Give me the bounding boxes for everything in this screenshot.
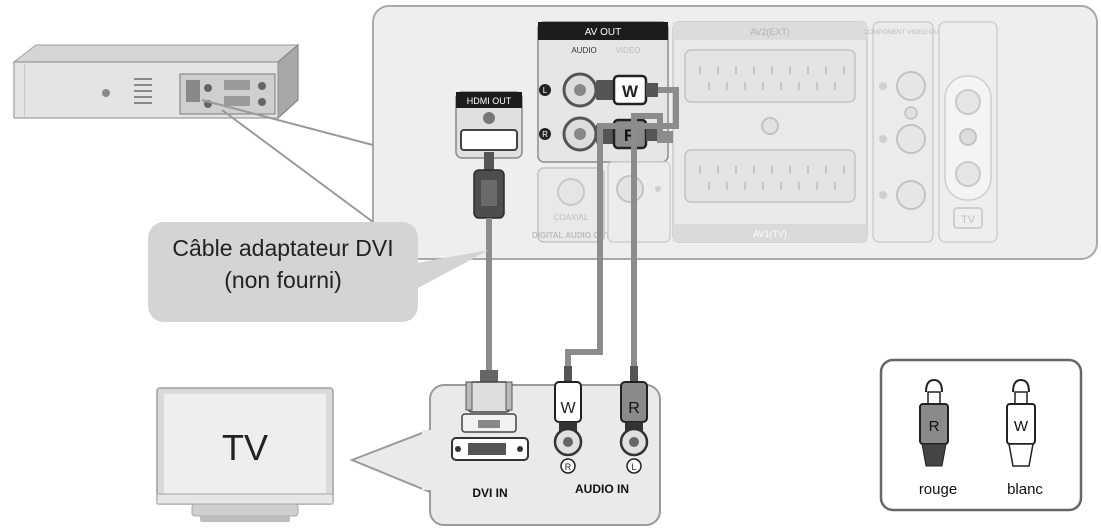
svg-text:DIGITAL AUDIO OUT: DIGITAL AUDIO OUT — [532, 231, 610, 240]
legend-rouge: rouge — [919, 481, 957, 498]
svg-text:W: W — [560, 400, 576, 417]
callout-text: Câble adaptateur DVI (non fourni) — [148, 232, 418, 296]
dvi-in-label: DVI IN — [472, 486, 507, 500]
svg-text:R: R — [628, 400, 640, 417]
svg-text:L: L — [543, 86, 548, 95]
legend-white-letter: W — [1014, 418, 1029, 435]
av1-label: AV1(TV) — [753, 229, 787, 239]
svg-text:R: R — [565, 462, 572, 472]
hdmi-out-label: HDMI OUT — [467, 96, 512, 106]
plug-legend: R rouge W blanc — [879, 358, 1083, 512]
rear-panel: AV OUT AUDIO VIDEO L R W R COAXIAL DIGIT… — [372, 5, 1098, 260]
right-marker — [539, 128, 551, 140]
audio-cable — [565, 87, 679, 366]
audio-label: AUDIO — [571, 46, 596, 55]
av2-label: AV2(EXT) — [750, 27, 790, 37]
callout-line1: Câble adaptateur DVI — [172, 235, 394, 261]
recorder-device — [12, 43, 300, 120]
audio-in-label: AUDIO IN — [575, 482, 629, 496]
tv-device — [156, 387, 334, 522]
svg-text:W: W — [622, 82, 639, 101]
svg-text:R: R — [542, 130, 548, 139]
callout-line2: (non fourni) — [224, 267, 342, 293]
legend-blanc: blanc — [1007, 481, 1043, 498]
video-label: VIDEO — [616, 46, 641, 55]
dvi-cable — [473, 152, 505, 376]
av-out-header — [538, 22, 668, 40]
tv-input-panel: DVI IN W R R L AUDIO IN — [349, 366, 661, 526]
svg-text:TV: TV — [961, 214, 976, 226]
callout-box — [148, 222, 418, 322]
svg-text:L: L — [631, 462, 636, 472]
svg-text:COMPONENT VIDEO OUT: COMPONENT VIDEO OUT — [863, 29, 943, 36]
left-marker — [539, 84, 551, 96]
legend-red-letter: R — [929, 418, 940, 435]
av-out-label: AV OUT — [585, 27, 621, 38]
tv-label: TV — [222, 427, 268, 468]
svg-text:COAXIAL: COAXIAL — [554, 213, 589, 222]
